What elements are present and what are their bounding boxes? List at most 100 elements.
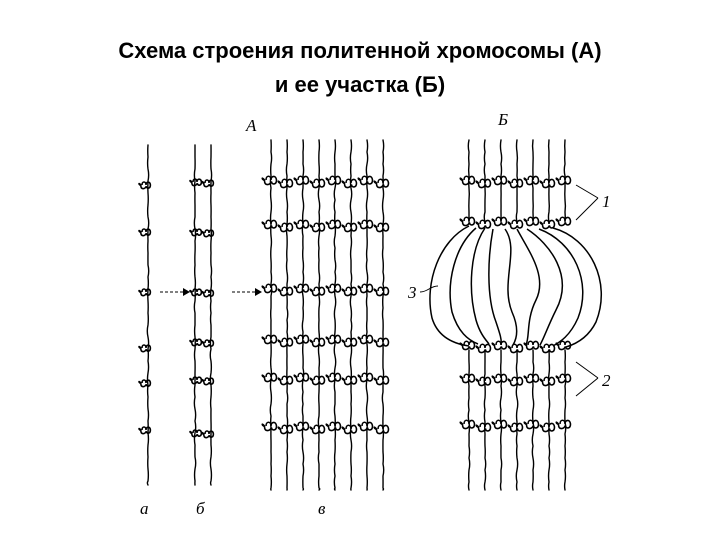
chromomere-v-2-6	[342, 223, 356, 231]
band-b-2-7	[556, 217, 570, 225]
band-b-4-6	[540, 377, 554, 385]
chromomere-v-6-4	[310, 425, 324, 433]
chromomere-v-5-7	[358, 373, 372, 381]
puff-loop-6	[517, 229, 540, 345]
puff-loops	[430, 226, 601, 347]
band-b-5-5	[524, 420, 538, 428]
band-b-1-5	[524, 176, 538, 184]
band-b-1-6	[540, 179, 554, 187]
chromomere-v-1-1	[262, 176, 276, 184]
band-label-2: 2	[602, 371, 611, 390]
chromomere-v-4-7	[358, 335, 372, 343]
chromomere-v-2-7	[358, 220, 372, 228]
chromomere-v-6-5	[326, 422, 340, 430]
chromomere-v-2-3	[294, 220, 308, 228]
strand-b-top-7	[564, 140, 565, 222]
chromomere-v-2-8	[374, 223, 388, 231]
band-b-4-4	[508, 377, 522, 385]
chromomere-v-1-8	[374, 179, 388, 187]
part-b-label: Б	[497, 110, 508, 129]
label-leaders	[420, 185, 598, 396]
band-b-2-3	[492, 217, 506, 225]
chromomere-v-1-4	[310, 179, 324, 187]
chromomere-v-5-5	[326, 373, 340, 381]
band-b-5-2	[476, 423, 490, 431]
chromomere-b-right-4	[202, 340, 213, 347]
band-b-4-5	[524, 374, 538, 382]
chromomere-v-3-2	[278, 287, 292, 295]
chromomere-a-5	[139, 380, 150, 387]
band-b-4-1	[460, 374, 474, 382]
chromomere-v-3-3	[294, 284, 308, 292]
chromomere-v-4-5	[326, 335, 340, 343]
chromomere-v-5-6	[342, 376, 356, 384]
strand-stage-b-2	[210, 145, 211, 485]
chromomere-b-right-6	[202, 431, 213, 438]
chromomere-v-6-7	[358, 422, 372, 430]
chromomere-v-1-2	[278, 179, 292, 187]
puff-loop-2	[450, 228, 478, 344]
band-b-4-2	[476, 377, 490, 385]
band-b-1-7	[556, 176, 570, 184]
band-b-1-4	[508, 179, 522, 187]
chromomere-b-left-1	[190, 179, 201, 186]
chromomere-v-6-8	[374, 425, 388, 433]
puff-loop-7	[527, 229, 562, 345]
chromomere-b-right-1	[202, 180, 213, 187]
band-b-4-7	[556, 374, 570, 382]
band-b-5-1	[460, 420, 474, 428]
chromomere-v-1-5	[326, 176, 340, 184]
part-a-label: А	[245, 116, 257, 135]
strand-stage-b-1	[194, 145, 195, 485]
band-b-5-7	[556, 420, 570, 428]
band-b-1-2	[476, 179, 490, 187]
chromomere-bands	[139, 176, 571, 437]
chromomere-v-3-8	[374, 287, 388, 295]
band-b-1-1	[460, 176, 474, 184]
band-b-2-6	[540, 220, 554, 228]
stage-v-label: в	[318, 499, 326, 518]
chromomere-v-5-2	[278, 376, 292, 384]
chromomere-b-right-5	[202, 378, 213, 385]
strand-stage-v-2	[286, 140, 287, 490]
puff-loop-3	[471, 228, 489, 344]
band-b-2-2	[476, 220, 490, 228]
chromomere-v-4-3	[294, 335, 308, 343]
chromomere-v-3-1	[262, 284, 276, 292]
chromomere-b-left-6	[190, 430, 201, 437]
puff-loop-8	[539, 229, 583, 346]
chromomere-v-4-8	[374, 338, 388, 346]
band-b-5-3	[492, 420, 506, 428]
chromomere-v-5-8	[374, 376, 388, 384]
strand-b-bottom-4	[516, 350, 517, 490]
band-b-4-3	[492, 374, 506, 382]
band-b-5-6	[540, 423, 554, 431]
chromomere-v-2-1	[262, 220, 276, 228]
chromomere-v-6-1	[262, 422, 276, 430]
strand-b-bottom-3	[500, 350, 501, 490]
chromomere-v-3-5	[326, 284, 340, 292]
chromomere-v-3-4	[310, 287, 324, 295]
band-b-3-6	[540, 344, 554, 352]
chromomere-v-4-6	[342, 338, 356, 346]
chromomere-v-4-1	[262, 335, 276, 343]
chromomere-v-5-3	[294, 373, 308, 381]
strand-stage-v-7	[366, 140, 367, 490]
chromomere-v-3-6	[342, 287, 356, 295]
strand-stage-v-4	[318, 140, 319, 490]
chromomere-v-3-7	[358, 284, 372, 292]
chromomere-v-1-7	[358, 176, 372, 184]
strand-stage-v-3	[302, 140, 303, 490]
band-b-5-4	[508, 423, 522, 431]
strand-stage-a	[147, 145, 148, 485]
band-b-3-2	[476, 344, 490, 352]
puff-loop-9	[553, 228, 601, 347]
chromomere-v-2-5	[326, 220, 340, 228]
chromomere-v-6-6	[342, 425, 356, 433]
band-b-1-3	[492, 176, 506, 184]
chromomere-v-4-4	[310, 338, 324, 346]
chromomere-a-2	[139, 229, 150, 236]
stage-a-label: а	[140, 499, 149, 518]
band-b-2-4	[508, 220, 522, 228]
